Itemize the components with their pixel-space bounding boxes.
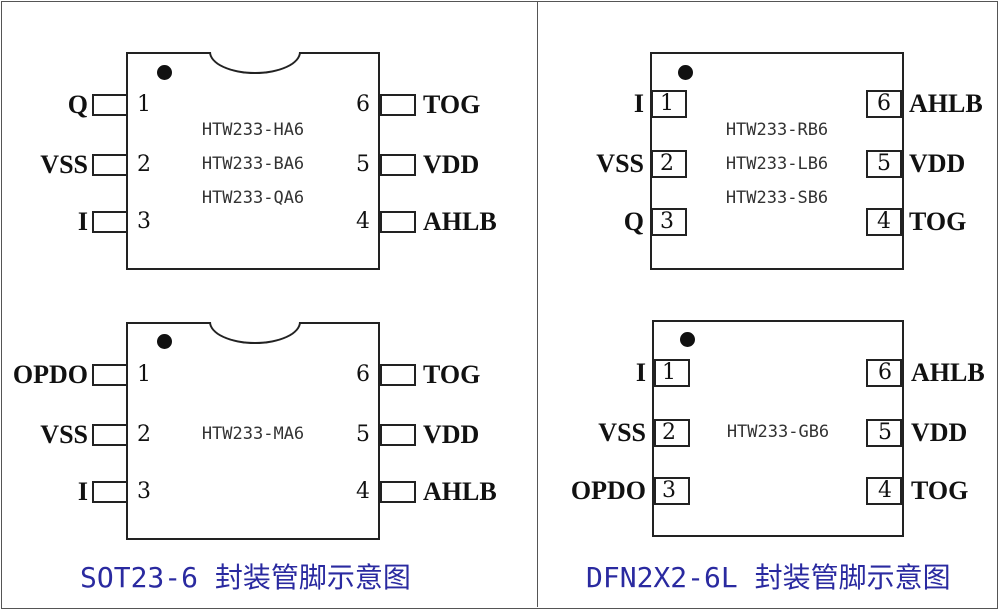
pin-number: 2 <box>137 152 151 177</box>
part-number: HTW233-SB6 <box>725 188 829 208</box>
pin-lead <box>92 94 128 116</box>
part-number: HTW233-HA6 <box>201 120 305 140</box>
pin-lead <box>380 481 416 503</box>
pin-pad <box>866 90 902 118</box>
pin-pad <box>651 208 687 236</box>
chip-body <box>652 320 904 537</box>
part-number-list: HTW233-MA6 <box>126 417 380 451</box>
pin-label: OPDO <box>570 476 646 505</box>
pin-number: 4 <box>878 478 892 503</box>
pin1-marker-dot <box>157 334 172 349</box>
pin-lead <box>92 154 128 176</box>
pin-pad <box>866 477 902 505</box>
pin-label: AHLB <box>911 358 985 387</box>
pin-pad <box>866 208 902 236</box>
pin-pad <box>651 90 687 118</box>
pin-number: 2 <box>662 420 676 445</box>
pin-number: 4 <box>877 209 891 234</box>
part-number-list: HTW233-HA6 HTW233-BA6 HTW233-QA6 <box>126 113 380 215</box>
pin-label: AHLB <box>423 207 497 236</box>
pin-number: 6 <box>878 360 892 385</box>
pin-label: VSS <box>40 150 88 179</box>
pin-lead <box>380 94 416 116</box>
part-number: HTW233-GB6 <box>726 422 830 442</box>
pin-number: 3 <box>662 478 676 503</box>
pin-label: VDD <box>423 420 480 449</box>
pin-number: 3 <box>137 479 151 504</box>
part-number-list: HTW233-GB6 <box>652 415 904 449</box>
caption-sot23-6: SOT23-6 封装管脚示意图 <box>80 561 411 594</box>
pin-number: 4 <box>356 479 370 504</box>
pin-lead <box>92 211 128 233</box>
pin-pad <box>651 150 687 178</box>
pin-label: I <box>77 207 88 236</box>
part-number-list: HTW233-RB6 HTW233-LB6 HTW233-SB6 <box>650 113 904 215</box>
pin1-marker-dot <box>680 332 695 347</box>
pin-pad <box>866 359 902 387</box>
pin-label: I <box>77 477 88 506</box>
pin-number: 6 <box>356 362 370 387</box>
pin-label: Q <box>67 90 88 119</box>
pin-label: VSS <box>596 149 644 178</box>
pin-pad <box>654 477 690 505</box>
pin-label: I <box>635 358 646 387</box>
pin-number: 5 <box>356 422 370 447</box>
pin-label: TOG <box>909 207 967 236</box>
pin-lead <box>92 424 128 446</box>
pin-number: 5 <box>356 152 370 177</box>
pin-lead <box>380 424 416 446</box>
pin-number: 1 <box>137 362 151 387</box>
part-number: HTW233-MA6 <box>201 424 305 444</box>
pin-number: 6 <box>877 91 891 116</box>
pin-label: I <box>633 89 644 118</box>
pin-number: 6 <box>356 92 370 117</box>
pin-number: 5 <box>877 151 891 176</box>
pin-label: AHLB <box>909 89 983 118</box>
pin-label: Q <box>623 207 644 236</box>
pin1-marker-dot <box>157 65 172 80</box>
pin-pad <box>654 419 690 447</box>
part-number: HTW233-QA6 <box>201 188 305 208</box>
pin-label: VDD <box>909 149 966 178</box>
pin-label: TOG <box>423 90 481 119</box>
pin-number: 5 <box>878 420 892 445</box>
part-number: HTW233-LB6 <box>725 154 829 174</box>
pin-pad <box>866 419 902 447</box>
pin-lead <box>380 364 416 386</box>
pin1-marker-dot <box>678 65 693 80</box>
pin-number: 4 <box>356 209 370 234</box>
pin-label: AHLB <box>423 477 497 506</box>
pin-label: VDD <box>423 150 480 179</box>
pin-lead <box>380 211 416 233</box>
pin-label: OPDO <box>12 360 88 389</box>
pin-number: 1 <box>137 92 151 117</box>
pin-label: VSS <box>40 420 88 449</box>
pin-lead <box>92 481 128 503</box>
pin-label: TOG <box>911 476 969 505</box>
chip-body <box>650 52 904 270</box>
pin-label: TOG <box>423 360 481 389</box>
pin-number: 2 <box>137 422 151 447</box>
pin-pad <box>654 359 690 387</box>
part-number: HTW233-BA6 <box>201 154 305 174</box>
part-number: HTW233-RB6 <box>725 120 829 140</box>
pin-number: 1 <box>660 91 674 116</box>
pin-number: 2 <box>660 151 674 176</box>
pin-lead <box>92 364 128 386</box>
pin-number: 3 <box>660 209 674 234</box>
pin-label: VDD <box>911 418 968 447</box>
pin-lead <box>380 154 416 176</box>
panel-divider <box>537 1 538 607</box>
caption-dfn2x2-6l: DFN2X2-6L 封装管脚示意图 <box>586 561 951 594</box>
pin-number: 1 <box>662 360 676 385</box>
pin-label: VSS <box>598 418 646 447</box>
pin-pad <box>866 150 902 178</box>
pin-number: 3 <box>137 209 151 234</box>
